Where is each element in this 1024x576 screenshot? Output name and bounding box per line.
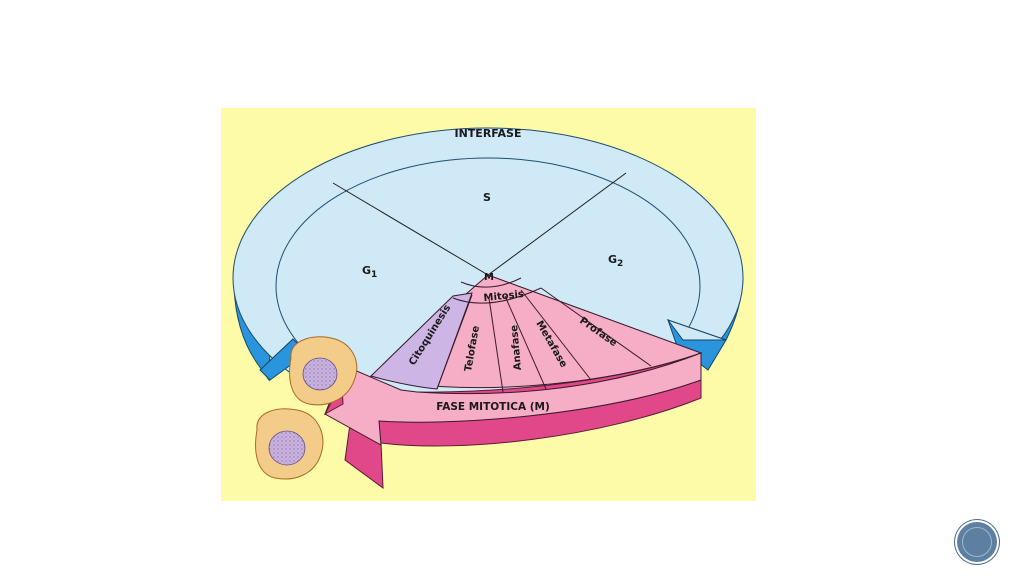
cytokinesis-segment [370, 292, 473, 390]
label-g2: G2 [608, 253, 623, 269]
mitosis-outer-arc [452, 287, 542, 304]
label-s-phase: S [483, 191, 491, 204]
divider-s-g2 [487, 172, 627, 276]
divider-pro [520, 289, 592, 381]
badge-inner-ring [962, 527, 992, 557]
cell-top-nucleus [302, 357, 338, 391]
label-mitosis: Mitosis [483, 289, 524, 304]
divider-ana [488, 297, 504, 393]
label-fase-mitotica: FASE MITOTICA (M) [436, 401, 550, 413]
label-anafase: Anafase [509, 324, 524, 370]
dividing-cells [255, 336, 358, 480]
divider-end [540, 287, 652, 367]
cell-cycle-diagram: INTERFASE S G1 G2 M Mitosis Citoquinesis… [221, 108, 756, 501]
mitosis-inner-arc [460, 277, 522, 288]
divider-meta [504, 295, 547, 390]
ring-arrow-right-top [666, 318, 727, 341]
label-interfase: INTERFASE [455, 127, 522, 140]
mitotic-arrow [323, 352, 702, 490]
label-m: M [484, 272, 494, 283]
cell-bottom-nucleus [268, 430, 306, 466]
arrow-body [324, 352, 702, 446]
divider-telo [436, 294, 473, 390]
slide-number-badge [957, 522, 997, 562]
divider-g1-s [332, 182, 489, 276]
label-g1: G1 [362, 264, 377, 280]
